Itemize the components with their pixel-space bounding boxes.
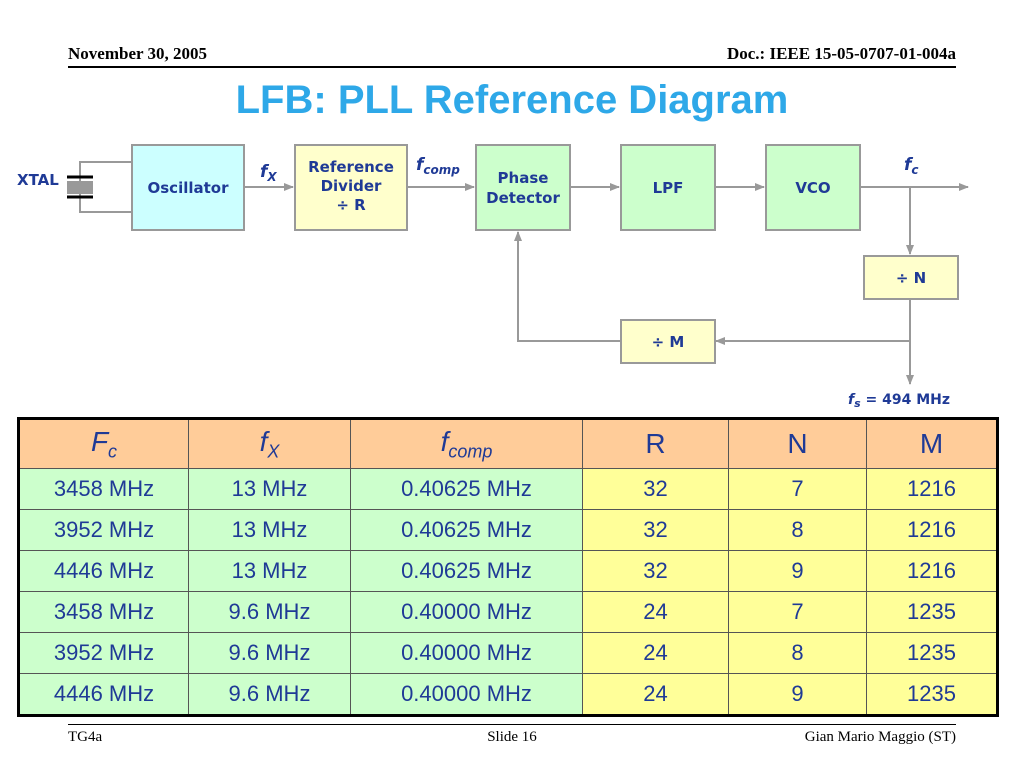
refdiv-label-3: ÷ R: [336, 196, 366, 214]
signal-fx-label: fX: [260, 162, 277, 184]
table-row: 3458 MHz 9.6 MHz 0.40000 MHz 24 7 1235: [18, 591, 998, 633]
cell-fx: 9.6 MHz: [188, 632, 351, 674]
footer-left: TG4a: [68, 729, 103, 745]
cell-fx: 13 MHz: [188, 550, 351, 592]
cell-r: 24: [582, 591, 729, 633]
cell-fx: 13 MHz: [188, 509, 351, 551]
cell-fc: 3952 MHz: [18, 509, 189, 551]
cell-m: 1235: [866, 591, 998, 633]
lpf-block: [620, 144, 716, 231]
signal-fcomp-label: fcomp: [416, 155, 460, 177]
oscillator-block: [131, 144, 245, 231]
div-n-label: ÷ N: [896, 269, 926, 287]
table-row: 3458 MHz 13 MHz 0.40625 MHz 32 7 1216: [18, 468, 998, 510]
cell-fc: 4446 MHz: [18, 550, 189, 592]
cell-n: 7: [728, 468, 867, 510]
cell-r: 32: [582, 550, 729, 592]
cell-fcomp: 0.40000 MHz: [350, 632, 583, 674]
header-m: M: [866, 418, 998, 469]
header-n: N: [728, 418, 867, 469]
crystal-icon: [67, 175, 93, 199]
footer-rule: [68, 724, 956, 725]
divide-n-block: [863, 255, 959, 300]
header-doc-id: Doc.: IEEE 15-05-0707-01-004a: [726, 44, 956, 63]
table-row: 3952 MHz 9.6 MHz 0.40000 MHz 24 8 1235: [18, 632, 998, 674]
cell-n: 8: [728, 632, 867, 674]
xtal-label: XTAL: [17, 171, 59, 189]
footer-slide-number: Slide 16: [487, 729, 537, 745]
signal-fs-label: fs = 494 MHz: [848, 392, 950, 410]
cell-fc: 3458 MHz: [18, 468, 189, 510]
phase-detector-block: [475, 144, 571, 231]
cell-fc: 3458 MHz: [18, 591, 189, 633]
header-r: R: [582, 418, 729, 469]
oscillator-label: Oscillator: [148, 179, 230, 197]
cell-n: 9: [728, 673, 867, 716]
cell-m: 1216: [866, 509, 998, 551]
vco-block: [765, 144, 861, 231]
table-header-row: Fc fX fcomp R N M: [18, 418, 998, 469]
header-rule: [68, 66, 956, 68]
cell-m: 1216: [866, 550, 998, 592]
vco-label: VCO: [795, 179, 830, 197]
slide-title: LFB: PLL Reference Diagram: [235, 78, 789, 122]
divide-m-block: [620, 319, 716, 364]
cell-fc: 4446 MHz: [18, 673, 189, 716]
cell-r: 24: [582, 673, 729, 716]
cell-r: 32: [582, 468, 729, 510]
pll-diagram: XTAL Oscillator Reference Divider ÷ R Ph…: [17, 144, 969, 410]
cell-fcomp: 0.40625 MHz: [350, 468, 583, 510]
frequency-table-wrapper: Fc fX fcomp R N M 3458 MHz 13 MHz 0.4062…: [17, 417, 999, 717]
header-fx: fX: [188, 418, 351, 469]
header-fc: Fc: [18, 418, 189, 469]
table-row: 4446 MHz 9.6 MHz 0.40000 MHz 24 9 1235: [18, 673, 998, 716]
cell-fx: 13 MHz: [188, 468, 351, 510]
table-row: 3952 MHz 13 MHz 0.40625 MHz 32 8 1216: [18, 509, 998, 551]
cell-r: 32: [582, 509, 729, 551]
cell-fc: 3952 MHz: [18, 632, 189, 674]
header-fcomp: fcomp: [350, 418, 583, 469]
reference-divider-block: [294, 144, 408, 231]
lpf-label: LPF: [653, 179, 684, 197]
div-m-label: ÷ M: [652, 333, 685, 351]
cell-fcomp: 0.40000 MHz: [350, 591, 583, 633]
cell-fx: 9.6 MHz: [188, 591, 351, 633]
pd-label-1: Phase: [498, 169, 549, 187]
refdiv-label-2: Divider: [321, 177, 382, 195]
signal-fc-label: fc: [904, 155, 919, 177]
cell-n: 7: [728, 591, 867, 633]
cell-fcomp: 0.40625 MHz: [350, 550, 583, 592]
cell-m: 1216: [866, 468, 998, 510]
cell-fcomp: 0.40000 MHz: [350, 673, 583, 716]
table-row: 4446 MHz 13 MHz 0.40625 MHz 32 9 1216: [18, 550, 998, 592]
pd-label-2: Detector: [486, 189, 560, 207]
header-date: November 30, 2005: [68, 44, 207, 63]
cell-n: 8: [728, 509, 867, 551]
arrow-feedback-to-pd: [514, 231, 621, 342]
cell-m: 1235: [866, 673, 998, 716]
refdiv-label-1: Reference: [308, 158, 394, 176]
cell-n: 9: [728, 550, 867, 592]
cell-fcomp: 0.40625 MHz: [350, 509, 583, 551]
frequency-table: Fc fX fcomp R N M 3458 MHz 13 MHz 0.4062…: [17, 417, 999, 717]
cell-r: 24: [582, 632, 729, 674]
cell-m: 1235: [866, 632, 998, 674]
cell-fx: 9.6 MHz: [188, 673, 351, 716]
footer-author: Gian Mario Maggio (ST): [804, 729, 956, 745]
